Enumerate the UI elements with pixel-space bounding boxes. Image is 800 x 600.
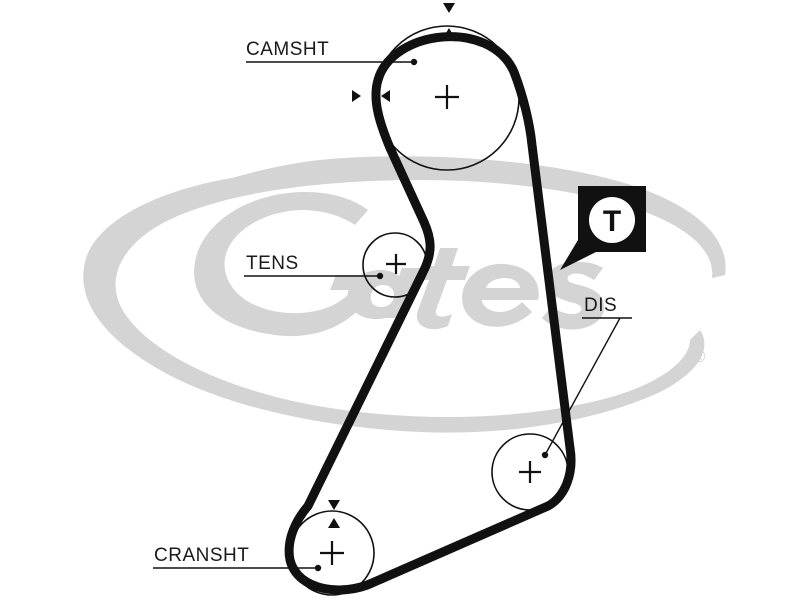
watermark-letter-g — [194, 192, 375, 337]
crankshaft-leader-dot — [314, 564, 322, 572]
camshaft-pulley — [352, 3, 520, 171]
distributor-pulley — [491, 433, 569, 511]
tensioner-pulley — [362, 232, 428, 298]
registered-mark: ® — [693, 347, 706, 366]
distributor-label: DIS — [584, 295, 617, 316]
camshaft-timing-mark-top — [443, 3, 455, 38]
tensioner-leader-dot — [376, 272, 384, 280]
crankshaft-timing-mark — [328, 500, 340, 528]
timing-callout-circle — [589, 197, 635, 243]
watermark-letter-s — [542, 261, 605, 330]
crankshaft-center-cross — [320, 541, 344, 565]
leader-lines — [153, 58, 632, 572]
tensioner-label: TENS — [246, 253, 299, 274]
timing-callout-letter: T — [603, 205, 621, 238]
crankshaft-pulley — [289, 500, 375, 596]
camshaft-label: CAMSHT — [246, 39, 329, 60]
timing-callout-badge: T — [560, 186, 646, 270]
gates-logo-watermark — [83, 156, 726, 433]
tensioner-pulley-circle — [362, 232, 428, 298]
distributor-leader-dot — [541, 451, 549, 459]
crankshaft-pulley-circle — [289, 510, 375, 596]
camshaft-timing-mark-side — [352, 90, 390, 102]
camshaft-leader-dot — [410, 58, 418, 66]
crankshaft-label: CRANSHT — [154, 545, 249, 566]
timing-belt — [284, 32, 576, 595]
watermark-letter-e — [462, 263, 539, 327]
distributor-leader — [544, 317, 632, 456]
tensioner-center-cross — [386, 254, 406, 274]
distributor-pulley-circle — [491, 433, 569, 511]
distributor-center-cross — [519, 461, 541, 483]
camshaft-pulley-circle — [374, 25, 520, 171]
camshaft-center-cross — [435, 85, 459, 109]
